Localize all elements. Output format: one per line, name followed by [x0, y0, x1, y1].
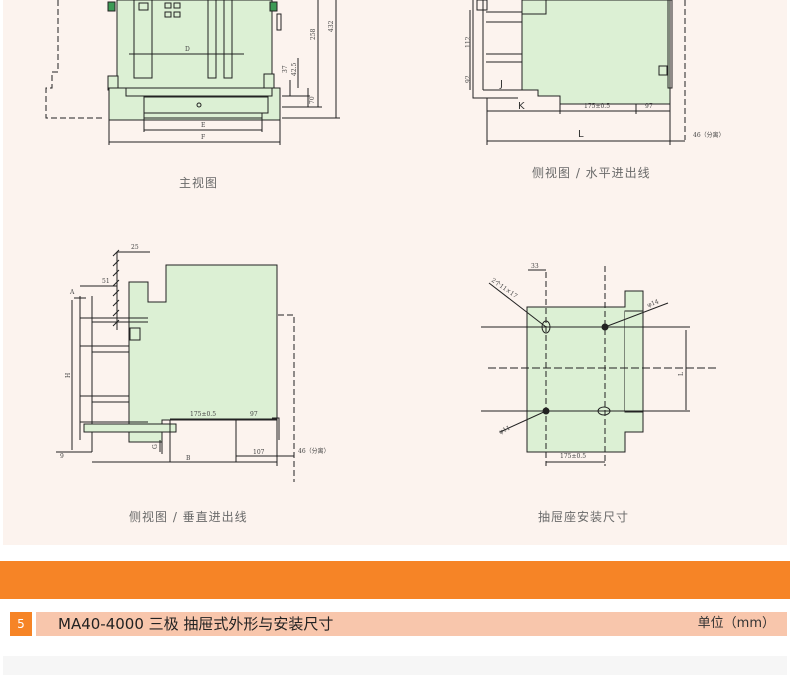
caption-side-view-vertical: 侧视图 / 垂直进出线: [129, 510, 248, 524]
side-h-dim-175: 175±0.5: [584, 103, 610, 110]
orange-divider-bar: [0, 561, 790, 599]
side-vertical-drawing: [56, 249, 295, 482]
section-header: 5 MA40-4000 三极 抽屉式外形与安装尺寸 单位（mm）: [3, 612, 787, 636]
section-title-band: MA40-4000 三极 抽屉式外形与安装尺寸 单位（mm）: [36, 612, 787, 636]
front-dim-e: E: [201, 122, 205, 129]
mount-dim-33: 33: [531, 263, 539, 270]
side-v-dim-a: A: [69, 289, 75, 296]
front-dim-d: D: [185, 46, 190, 53]
side-v-dim-175: 175±0.5: [190, 411, 216, 418]
mount-dim-l: L: [678, 372, 685, 376]
front-dim-f: F: [201, 134, 205, 141]
side-v-dim-9: 9: [60, 453, 64, 460]
side-h-dim-k: K: [518, 101, 525, 112]
caption-side-view-horizontal: 侧视图 / 水平进出线: [532, 166, 651, 180]
front-dim-70: 70: [309, 96, 316, 104]
side-h-dim-46: 46（分离）: [693, 131, 725, 139]
front-dim-432: 432: [328, 20, 335, 32]
side-h-dim-92: 92: [465, 75, 472, 83]
side-v-dim-51: 51: [102, 278, 110, 285]
side-h-dim-l: L: [578, 129, 584, 140]
front-dim-42-5: 42.5: [291, 62, 298, 76]
front-dim-258: 258: [310, 28, 317, 40]
caption-front-view: 主视图: [179, 176, 219, 190]
side-h-dim-97: 97: [645, 103, 653, 110]
mount-dim-phi14: φ14: [646, 298, 660, 309]
mount-dim-holes: 2个11×17: [490, 277, 519, 300]
section-title: MA40-4000 三极 抽屉式外形与安装尺寸: [58, 615, 334, 633]
side-v-dim-97: 97: [250, 411, 258, 418]
front-view-drawing: [45, 0, 340, 145]
side-v-dim-g: G: [152, 444, 159, 449]
side-horizontal-drawing: [469, 0, 686, 145]
side-v-dim-h: H: [65, 373, 72, 378]
side-v-dim-107: 107: [253, 449, 265, 456]
next-panel: [3, 656, 787, 675]
technical-drawings: D E F 258 432 37 42.5 70 112 92 J K 175±…: [45, 0, 725, 482]
mounting-drawing: [481, 266, 718, 466]
side-v-dim-25: 25: [131, 244, 139, 251]
side-h-dim-j: J: [499, 79, 503, 90]
side-v-dim-46: 46（分离）: [298, 447, 330, 455]
mount-dim-phi11: φ11: [498, 424, 512, 435]
side-v-dim-b: B: [186, 455, 191, 462]
unit-label: 单位（mm）: [697, 616, 775, 631]
section-number-badge: 5: [10, 612, 32, 636]
side-h-dim-112: 112: [465, 36, 472, 48]
mount-dim-175: 175±0.5: [560, 453, 586, 460]
front-dim-37: 37: [282, 65, 289, 73]
caption-drawout-mounting: 抽屉座安装尺寸: [538, 510, 630, 524]
